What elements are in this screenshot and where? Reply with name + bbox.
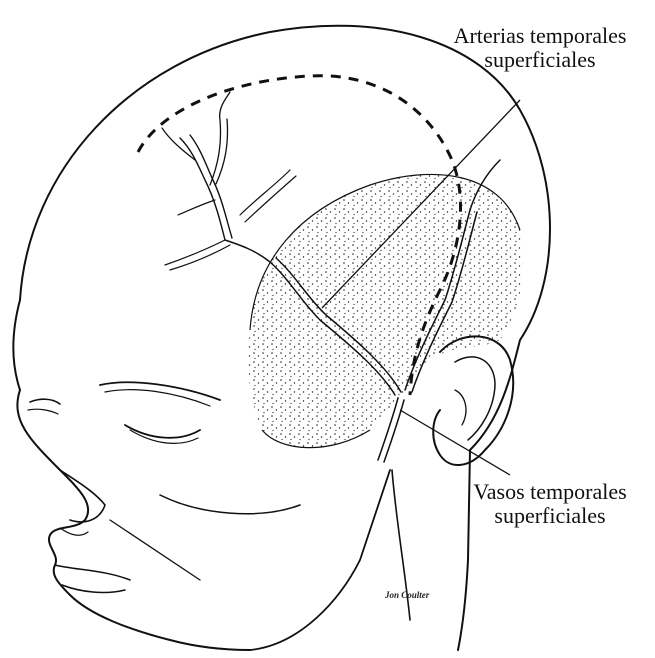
cheek-line bbox=[160, 495, 300, 514]
left-eye bbox=[30, 399, 60, 404]
label-top-line1: Arterias temporales bbox=[440, 24, 640, 48]
label-bottom-line2: superficiales bbox=[455, 504, 645, 528]
eyebrow bbox=[100, 382, 220, 400]
nasolabial-line bbox=[110, 520, 200, 580]
jaw-line bbox=[250, 470, 390, 650]
label-superficial-temporal-arteries: Arterias temporales superficiales bbox=[440, 24, 640, 72]
label-bottom-line1: Vasos temporales bbox=[455, 480, 645, 504]
label-top-line2: superficiales bbox=[440, 48, 640, 72]
lower-lip bbox=[62, 585, 125, 592]
label-superficial-temporal-vessels: Vasos temporales superficiales bbox=[455, 480, 645, 528]
upper-lip bbox=[55, 565, 130, 580]
right-eye bbox=[125, 425, 200, 438]
artist-signature: Jon Coulter bbox=[385, 590, 429, 600]
nostril bbox=[60, 528, 88, 535]
temporal-region-stipple bbox=[248, 174, 523, 447]
forehead-line bbox=[13, 300, 20, 390]
